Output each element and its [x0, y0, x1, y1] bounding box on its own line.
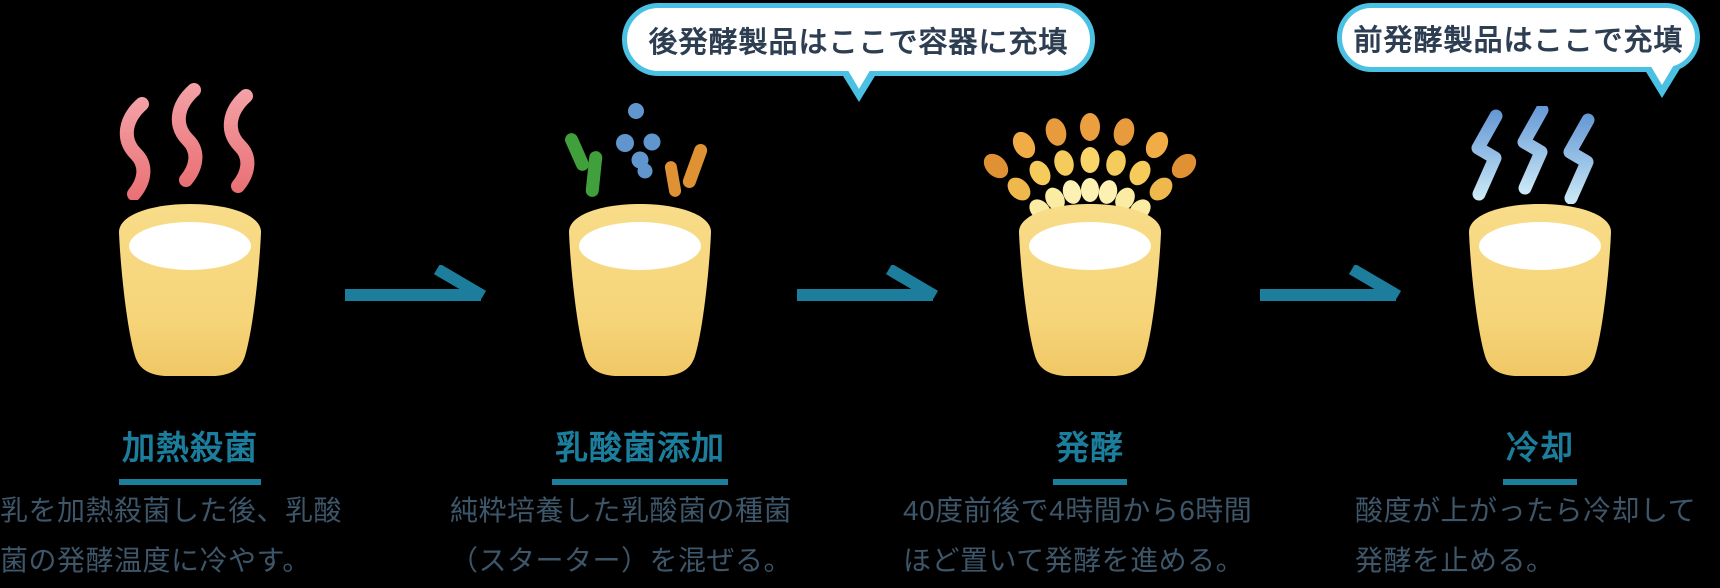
step-heating-description: 乳を加熱殺菌した後、乳酸 菌の発酵温度に冷やす。: [0, 495, 343, 576]
step-fermentation-description: 40度前後で4時間から6時間 ほど置いて発酵を進める。: [903, 495, 1253, 576]
fermentation-rays-icon: [983, 113, 1197, 221]
step-fermentation-title: 発酵: [900, 421, 1280, 485]
callout-text: 前発酵製品はここで充填: [1353, 24, 1684, 57]
step-adding-starter-description: 純粋培養した乳酸菌の種菌 （スターター）を混ぜる。: [450, 495, 793, 576]
milk-cup-icon: [1019, 204, 1161, 376]
step-cooling-description: 酸度が上がったら冷却して 発酵を止める。: [1355, 495, 1697, 576]
bacteria-icon: [565, 103, 708, 197]
callout-pre-fermentation-fill: 前発酵製品はここで充填: [1337, 3, 1700, 98]
callout-post-fermentation-fill: 後発酵製品はここで容器に充填: [622, 3, 1095, 76]
milk-cup-icon: [569, 204, 711, 376]
milk-cup-icon: [1469, 204, 1611, 376]
step-adding-starter-title: 乳酸菌添加: [450, 421, 830, 485]
arrow-right-icon: [797, 265, 939, 302]
arrow-right-icon: [345, 265, 487, 302]
steam-icon: [120, 83, 255, 200]
chill-icon: [1471, 106, 1595, 204]
callout-text: 後発酵製品はここで容器に充填: [648, 26, 1069, 59]
step-cooling-title: 冷却: [1350, 421, 1720, 485]
arrow-right-icon: [1260, 265, 1402, 302]
milk-cup-icon: [119, 204, 261, 376]
step-heating-title: 加熱殺菌: [0, 421, 380, 485]
